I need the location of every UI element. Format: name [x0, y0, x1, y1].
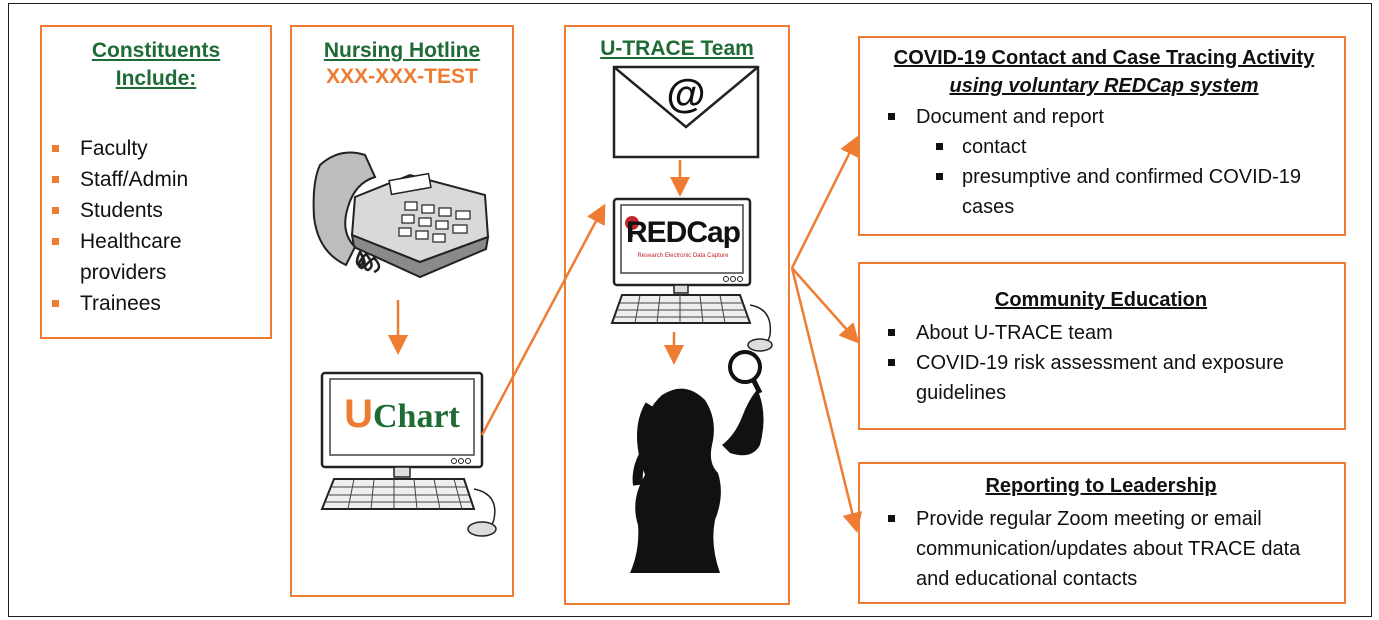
reporting-list: Provide regular Zoom meeting or email co… [874, 504, 1328, 594]
list-item: Trainees [42, 288, 230, 319]
utrace-box: U-TRACE Team @ REDCap Research El [564, 25, 790, 605]
list-item: Students [42, 195, 230, 226]
activity-subtitle: using voluntary REDCap system [949, 75, 1259, 97]
list-item: presumptive and confirmed COVID-19 cases [874, 162, 1326, 222]
education-box: Community Education About U-TRACE team C… [858, 262, 1346, 430]
list-item: Staff/Admin [42, 164, 230, 195]
education-list: About U-TRACE team COVID-19 risk assessm… [874, 318, 1328, 408]
list-item: About U-TRACE team [874, 318, 1328, 348]
arrow-to-education [791, 267, 860, 344]
redcap-logo-subtitle: Research Electronic Data Capture [637, 253, 729, 259]
email-envelope-icon [612, 65, 760, 159]
computer-icon [610, 197, 773, 352]
redcap-computer: REDCap Research Electronic Data Capture [608, 197, 788, 367]
list-item: Document and report [874, 102, 1334, 132]
email-at-symbol: @ [666, 72, 706, 116]
arrow-uchart-to-redcap [480, 203, 606, 436]
arrow-to-reporting [790, 267, 863, 533]
reporting-title: Reporting to Leadership [985, 475, 1217, 497]
activity-list: Document and report [874, 102, 1334, 132]
uchart-logo: UChart [330, 389, 474, 442]
uchart-computer: UChart [314, 369, 514, 544]
constituents-list: Faculty Staff/Admin Students Healthcare … [42, 133, 270, 319]
redcap-logo-text: REDCap [625, 216, 741, 249]
activity-sublist: contact presumptive and confirmed COVID-… [874, 132, 1334, 222]
hotline-number: XXX-XXX-TEST [326, 65, 478, 88]
education-title: Community Education [994, 289, 1208, 311]
investigator-silhouette-icon [630, 350, 764, 573]
utrace-title: U-TRACE Team [600, 37, 754, 60]
list-item: Provide regular Zoom meeting or email co… [874, 504, 1328, 594]
hotline-title: Nursing Hotline [323, 39, 481, 62]
uchart-text: Chart [373, 398, 460, 435]
arrow-to-activity [790, 135, 859, 269]
list-item: COVID-19 risk assessment and exposure gu… [874, 348, 1328, 408]
diagram-frame [8, 3, 1372, 617]
list-item: Healthcare providers [42, 226, 230, 288]
uchart-u: U [344, 392, 373, 436]
activity-title: COVID-19 Contact and Case Tracing Activi… [893, 47, 1315, 69]
constituents-title: Constituents Include: [91, 39, 221, 90]
list-item: Faculty [42, 133, 230, 164]
reporting-box: Reporting to Leadership Provide regular … [858, 462, 1346, 604]
email-envelope: @ [612, 65, 760, 159]
computer-icon [320, 371, 497, 537]
hotline-box: Nursing Hotline XXX-XXX-TEST [290, 25, 514, 597]
list-item: contact [874, 132, 1326, 162]
constituents-box: Constituents Include: Faculty Staff/Admi… [40, 25, 272, 339]
activity-box: COVID-19 Contact and Case Tracing Activi… [858, 36, 1346, 236]
phone-icon [312, 151, 490, 279]
